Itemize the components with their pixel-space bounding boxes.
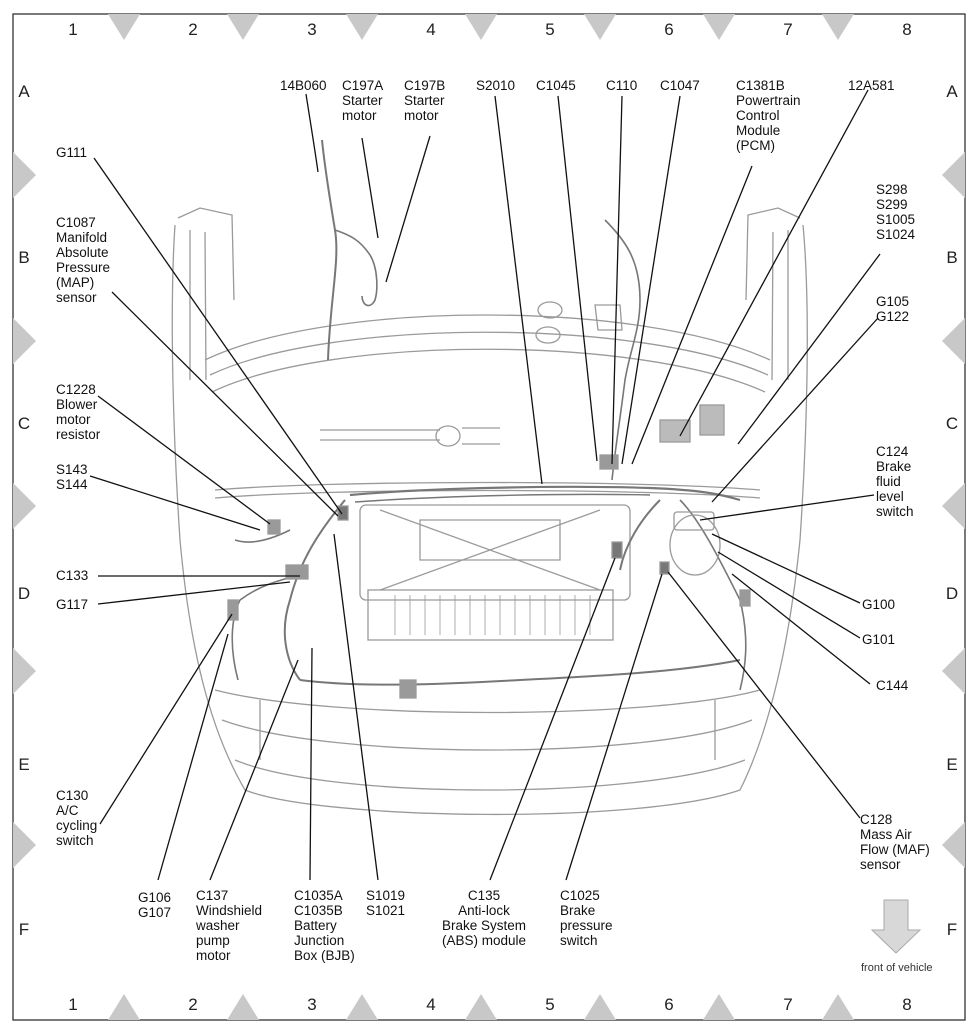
callout-c1047: C1047 [660, 78, 700, 93]
grid-row-label: F [18, 920, 30, 939]
callout-s2010: S2010 [476, 78, 516, 93]
callout-s1019: S1019 S1021 [366, 888, 406, 918]
callout-c128: C128 Mass Air Flow (MAF) sensor [860, 812, 930, 872]
grid-row-label: C [17, 414, 31, 433]
callout-c1035: C1035A C1035B Battery Junction Box (BJB) [294, 888, 355, 963]
callout-s298: S298 S299 S1005 S1024 [876, 182, 916, 242]
grid-column-label: 2 [188, 20, 198, 39]
grid-column-label: 4 [426, 20, 436, 39]
grid-column-label: 7 [783, 995, 793, 1014]
grid-column-label: 3 [307, 995, 317, 1014]
callout-14b060: 14B060 [280, 78, 327, 93]
grid-row-label: C [945, 414, 959, 433]
frame-markers-right [942, 152, 965, 868]
grid-row-label: A [18, 82, 30, 101]
grid-row-label: D [17, 584, 31, 603]
callout-c137: C137 Windshield washer pump motor [196, 888, 263, 963]
callout-g105: G105 G122 [876, 294, 910, 324]
callout-c1025: C1025 Brake pressure switch [560, 888, 613, 948]
front-of-vehicle-label: front of vehicle [861, 962, 933, 974]
callout-c197a: C197A Starter motor [342, 78, 384, 123]
callout-g111: G111 [56, 145, 88, 160]
grid-column-label: 1 [68, 995, 78, 1014]
callout-g117: G117 [56, 597, 89, 612]
callout-c144: C144 [876, 678, 909, 693]
front-arrow-icon [870, 899, 922, 954]
callout-g106: G106 G107 [138, 890, 172, 920]
callout-c1228: C1228 Blower motor resistor [56, 382, 101, 442]
callout-c135: C135 Anti-lock Brake System (ABS) module [442, 888, 527, 948]
callout-c110: C110 [606, 78, 638, 93]
grid-column-label: 8 [902, 995, 912, 1014]
callout-c133: C133 [56, 568, 89, 583]
grid-row-label: D [945, 584, 959, 603]
grid-column-label: 6 [664, 995, 674, 1014]
grid-column-label: 5 [545, 995, 555, 1014]
grid-column-label: 8 [902, 20, 912, 39]
grid-row-label: B [946, 248, 958, 267]
callout-c1087: C1087 Manifold Absolute Pressure (MAP) s… [56, 215, 111, 305]
engine-bay-drawing [171, 139, 808, 816]
grid-column-label: 1 [68, 20, 78, 39]
grid-column-label: 7 [783, 20, 793, 39]
callout-c130: C130 A/C cycling switch [56, 788, 98, 848]
grid-column-label: 6 [664, 20, 674, 39]
callout-12a581: 12A581 [848, 78, 895, 93]
grid-column-label: 3 [307, 20, 317, 39]
callout-c197b: C197B Starter motor [404, 78, 446, 123]
callout-c1381b: C1381B Powertrain Control Module (PCM) [736, 78, 801, 153]
frame-markers-bottom [108, 994, 854, 1020]
leader-lines [89, 89, 881, 881]
grid-row-label: E [946, 755, 958, 774]
grid-column-label: 5 [545, 20, 555, 39]
grid-row-label: F [946, 920, 958, 939]
callout-g100: G100 [862, 597, 896, 612]
callout-s143: S143 S144 [56, 462, 88, 492]
callout-g101: G101 [862, 632, 896, 647]
callout-c124: C124 Brake fluid level switch [876, 444, 914, 519]
frame-markers-top [108, 14, 854, 40]
grid-row-label: A [946, 82, 958, 101]
callout-c1045: C1045 [536, 78, 576, 93]
frame-markers-left [13, 152, 36, 868]
grid-column-label: 4 [426, 995, 436, 1014]
grid-row-label: E [18, 755, 30, 774]
grid-column-label: 2 [188, 995, 198, 1014]
grid-row-label: B [18, 248, 30, 267]
